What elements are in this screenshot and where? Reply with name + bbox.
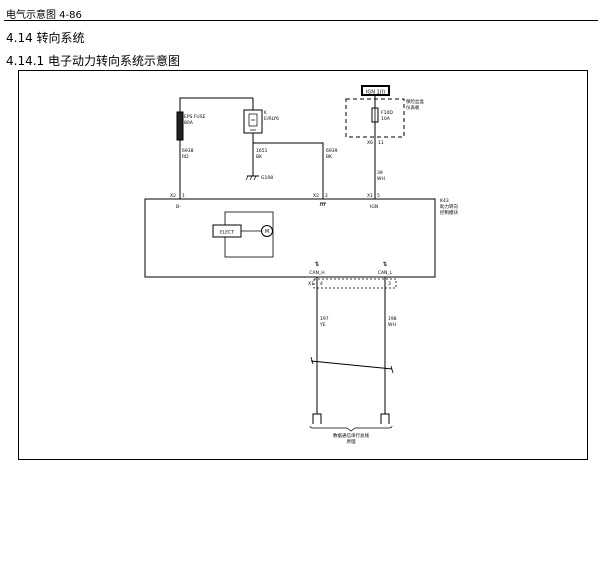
relay-label: K (264, 110, 267, 115)
pin-5: 5 (377, 193, 380, 199)
page-header: 电气示意图 4-86 (6, 10, 82, 21)
bus-label-1: 数据通信串行总线 (333, 432, 369, 439)
conn-x1-b: X1 (308, 281, 314, 287)
w6-circuit: 198 (388, 316, 397, 322)
header-divider (4, 20, 598, 21)
w2-color: BK (256, 154, 263, 160)
f10d-fuse: F10D 10A X6 11 39 WH (367, 95, 393, 199)
pin-ign: IGN (370, 204, 378, 210)
can-l-terminal (380, 413, 390, 424)
w1-circuit: 6938 (182, 148, 194, 154)
can-connector-x1: X1 4 3 (308, 278, 397, 289)
can-h-terminal (312, 413, 322, 424)
eps-fuse-circuit: EPS FUSE 80A 6938 RD (176, 97, 253, 199)
fuse-block-name: IGN 1(I) (366, 90, 385, 96)
x6-label: X6 (367, 140, 373, 146)
module-name-1: 助力转向 (440, 203, 458, 210)
bus-label-2: 原理 (347, 439, 356, 445)
conn-x2-b: X2 (313, 193, 319, 199)
module-name-2: 控制模块 (440, 209, 458, 216)
pin-2: 2 (325, 193, 328, 199)
w4-color: WH (377, 176, 385, 182)
w2-circuit: 1651 (256, 148, 268, 154)
eps-fuse-amp: 80A (184, 120, 194, 126)
conn-x2-a: X2 (170, 193, 176, 199)
fuse-block-label-1: 保险丝盒 (406, 98, 424, 105)
pin-1: 1 (182, 193, 185, 199)
w4-circuit: 39 (377, 170, 383, 176)
w5-color: YE (319, 322, 326, 328)
w3-circuit: 6939 (326, 148, 338, 154)
w1-color: RD (182, 154, 189, 160)
can-h-label: CAN_H (309, 270, 324, 276)
w5-circuit: 197 (320, 316, 329, 322)
can-bus-wires: 197 YE 198 WH 数据通信串行总线 原理 (309, 277, 397, 445)
conn-x1-a: X1 (367, 193, 373, 199)
ground-label: G108 (261, 175, 273, 181)
pin-3: 3 (388, 281, 391, 287)
w6-color: WH (388, 322, 396, 328)
elect-label: ELECT (220, 230, 234, 236)
f10d-name: F10D (381, 110, 393, 116)
f10d-amp: 10A (381, 116, 391, 122)
eps-control-module: B- IGN K43 助力转向 控制模块 ELECT M ⇅ ⇅ CAN_H C… (144, 198, 458, 278)
ground-g108: G108 (245, 175, 273, 181)
module-code: K43 (440, 198, 449, 204)
can-l-label: CAN_L (378, 270, 393, 276)
twisted-pair-marker (310, 360, 393, 370)
can-h-arrow-icon: ⇅ (314, 261, 319, 268)
w3-color: BK (326, 154, 333, 160)
fuse-block-label-2: 仪表板 (406, 104, 420, 111)
motor-icon (261, 225, 273, 237)
x6-pin: 11 (378, 140, 384, 146)
relay-e-rly6: K E/RLY6 1651 BK 6939 BK (243, 98, 338, 199)
module-top-connectors: X2 1 X2 2 X1 5 (170, 193, 380, 199)
bus-brace (309, 425, 393, 432)
eps-fuse-name: EPS FUSE (184, 114, 206, 120)
can-l-arrow-icon: ⇅ (382, 261, 387, 268)
subsection-title: 4.14.1 电子动力转向系统示意图 (6, 54, 180, 68)
motor-label: M (265, 229, 269, 235)
eps-fuse (176, 111, 184, 141)
diagram-frame (18, 70, 588, 460)
pin-b-minus: B- (176, 204, 181, 210)
relay-name: E/RLY6 (264, 116, 279, 122)
section-title: 4.14 转向系统 (6, 31, 85, 45)
pin-4: 4 (320, 281, 323, 287)
